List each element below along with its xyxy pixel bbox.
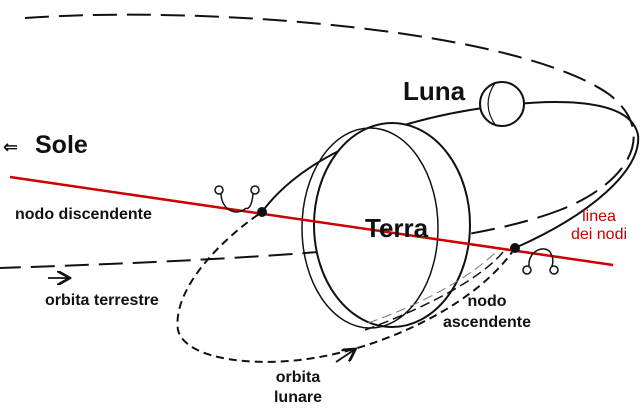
ascending-node-label: nodo ascendente xyxy=(424,291,550,333)
earth-orbit-back xyxy=(24,13,635,211)
earth-band-inner xyxy=(367,249,499,324)
moon-crescent xyxy=(487,82,497,127)
earth-sphere xyxy=(313,122,471,328)
ascending-node-label-line2: ascendente xyxy=(442,314,532,331)
earth-label: Terra xyxy=(365,213,429,243)
ascending-node-icon xyxy=(522,248,559,275)
ascending-node-label-line1: nodo xyxy=(467,293,507,310)
sun-arrow-icon: ⇐ xyxy=(3,137,19,157)
earth-orbit-label: orbita terrestre xyxy=(45,292,159,309)
sun-label: Sole xyxy=(35,131,88,159)
moon-label: Luna xyxy=(403,76,466,106)
moon-orbit-label-line1: orbita xyxy=(275,369,321,386)
line-of-nodes-label-line1: linea xyxy=(582,208,616,225)
moon-orbit-label-line2: lunare xyxy=(273,389,322,406)
descending-node-icon xyxy=(214,185,260,213)
line-of-nodes-label-line2: dei nodi xyxy=(570,226,628,243)
earth-band xyxy=(364,251,504,331)
ascending-node-dot xyxy=(510,243,520,253)
moon-orbit-arrow xyxy=(335,350,354,363)
moon-orbit-label: orbita lunare xyxy=(268,368,328,408)
descending-node-label: nodo discendente xyxy=(15,206,152,223)
line-of-nodes-label: linea dei nodi xyxy=(563,208,635,244)
descending-node-dot xyxy=(257,207,267,217)
moon-orbit-lower xyxy=(176,211,516,363)
moon-sphere xyxy=(479,81,525,127)
